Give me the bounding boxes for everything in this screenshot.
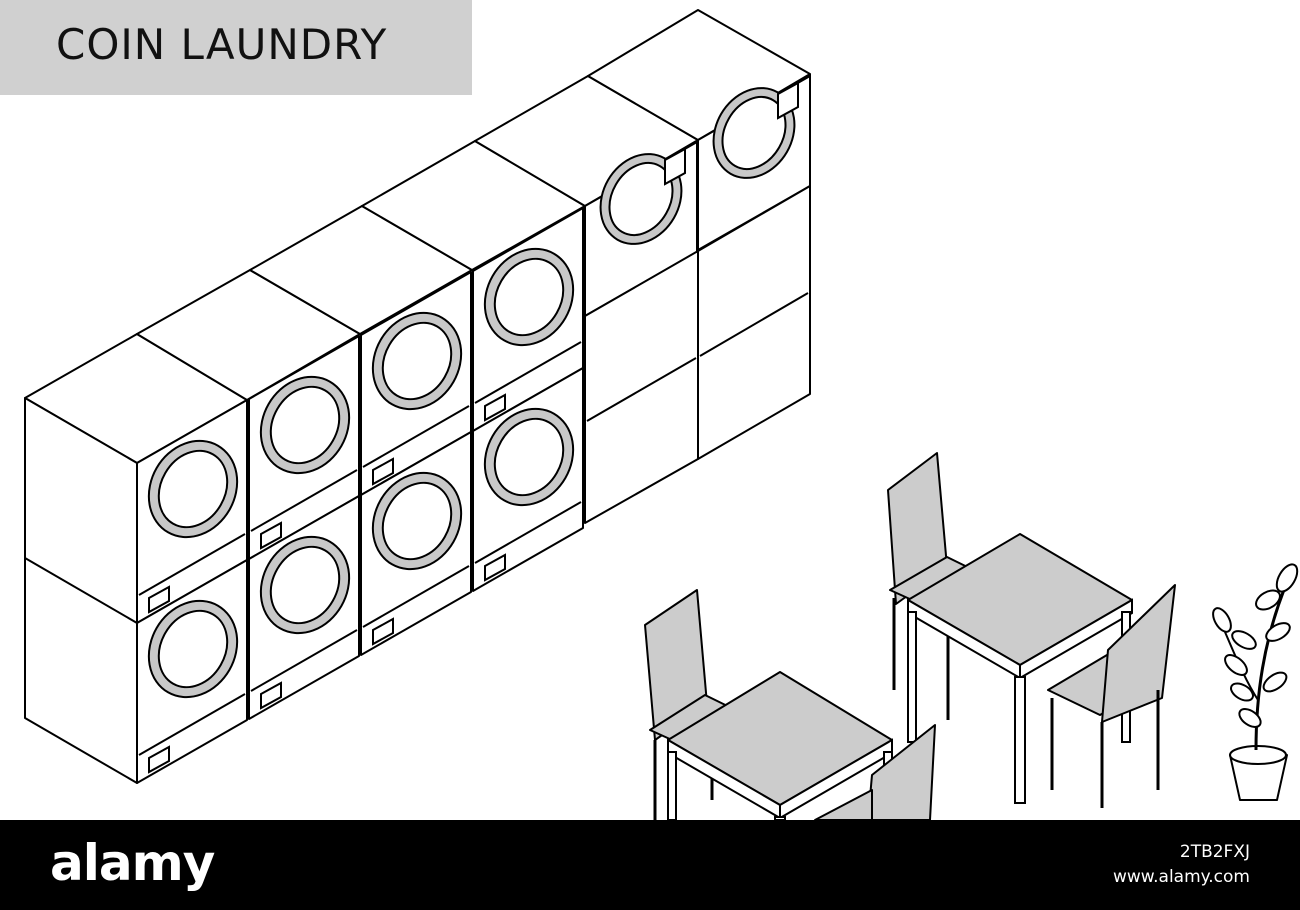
title-banner: COIN LAUNDRY [0,0,472,95]
site-url: www.alamy.com [1112,867,1250,887]
front-table-set [644,589,936,821]
potted-plant [1212,563,1299,801]
alamy-logo: alamy [50,834,215,892]
watermark-footer: alamy 2TB2FXJ www.alamy.com [0,820,1300,910]
washing-machine-bank [24,9,812,784]
back-table-set [887,452,1176,808]
scene-title: COIN LAUNDRY [56,20,388,69]
image-id: 2TB2FXJ [1179,842,1250,862]
